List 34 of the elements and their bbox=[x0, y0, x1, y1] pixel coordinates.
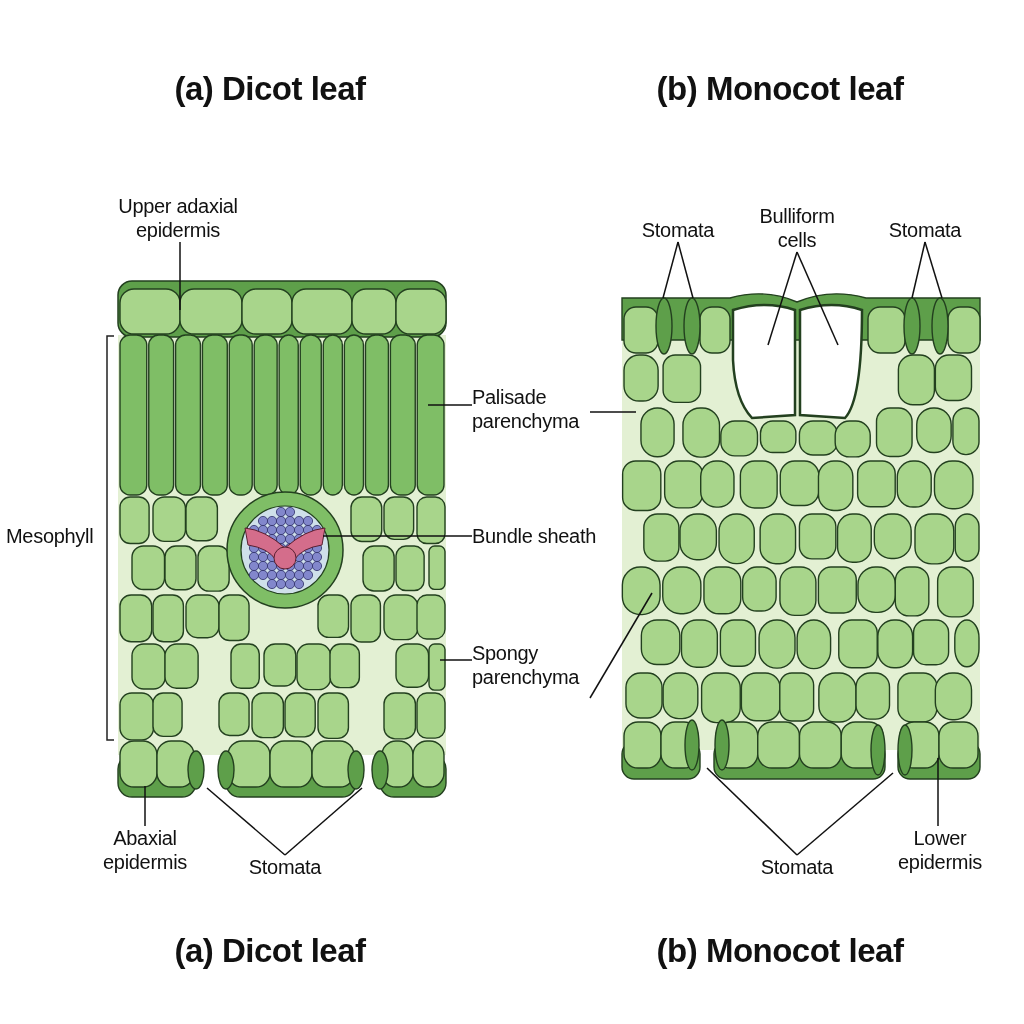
panel-title: (b) Monocot leaf bbox=[655, 70, 905, 108]
leader-line bbox=[179, 241, 181, 311]
leader-line bbox=[439, 659, 473, 661]
part-label: Mesophyll bbox=[6, 524, 94, 548]
part-label: Lower epidermis bbox=[897, 826, 983, 874]
leader-line bbox=[662, 241, 679, 299]
panel-title: (b) Monocot leaf bbox=[655, 932, 905, 970]
part-label: Upper adaxial epidermis bbox=[117, 194, 239, 242]
panel-title: (a) Dicot leaf bbox=[173, 932, 367, 970]
part-label: Stomata bbox=[760, 855, 834, 879]
leader-line bbox=[706, 767, 798, 856]
part-label: Stomata bbox=[888, 218, 962, 242]
leader-line bbox=[589, 592, 653, 699]
leader-line bbox=[589, 411, 637, 413]
leader-line bbox=[796, 251, 839, 346]
leader-line bbox=[284, 787, 363, 856]
leader-line bbox=[206, 787, 286, 856]
part-label: Bundle sheath bbox=[472, 524, 596, 548]
leader-line bbox=[677, 241, 694, 299]
part-label: Stomata bbox=[248, 855, 322, 879]
part-label: Abaxial epidermis bbox=[102, 826, 188, 874]
leader-line bbox=[911, 241, 926, 299]
part-label: Spongy parenchyma bbox=[472, 641, 581, 689]
leader-line bbox=[427, 404, 473, 406]
leader-line bbox=[767, 251, 798, 346]
leader-line bbox=[937, 757, 939, 827]
leader-line bbox=[322, 535, 473, 537]
panel-title: (a) Dicot leaf bbox=[173, 70, 367, 108]
part-label: Bulliform cells bbox=[758, 204, 836, 252]
part-label: Palisade parenchyma bbox=[472, 385, 581, 433]
leader-line bbox=[796, 772, 894, 856]
part-label: Stomata bbox=[641, 218, 715, 242]
leader-line bbox=[924, 241, 943, 299]
leader-line bbox=[144, 785, 146, 827]
